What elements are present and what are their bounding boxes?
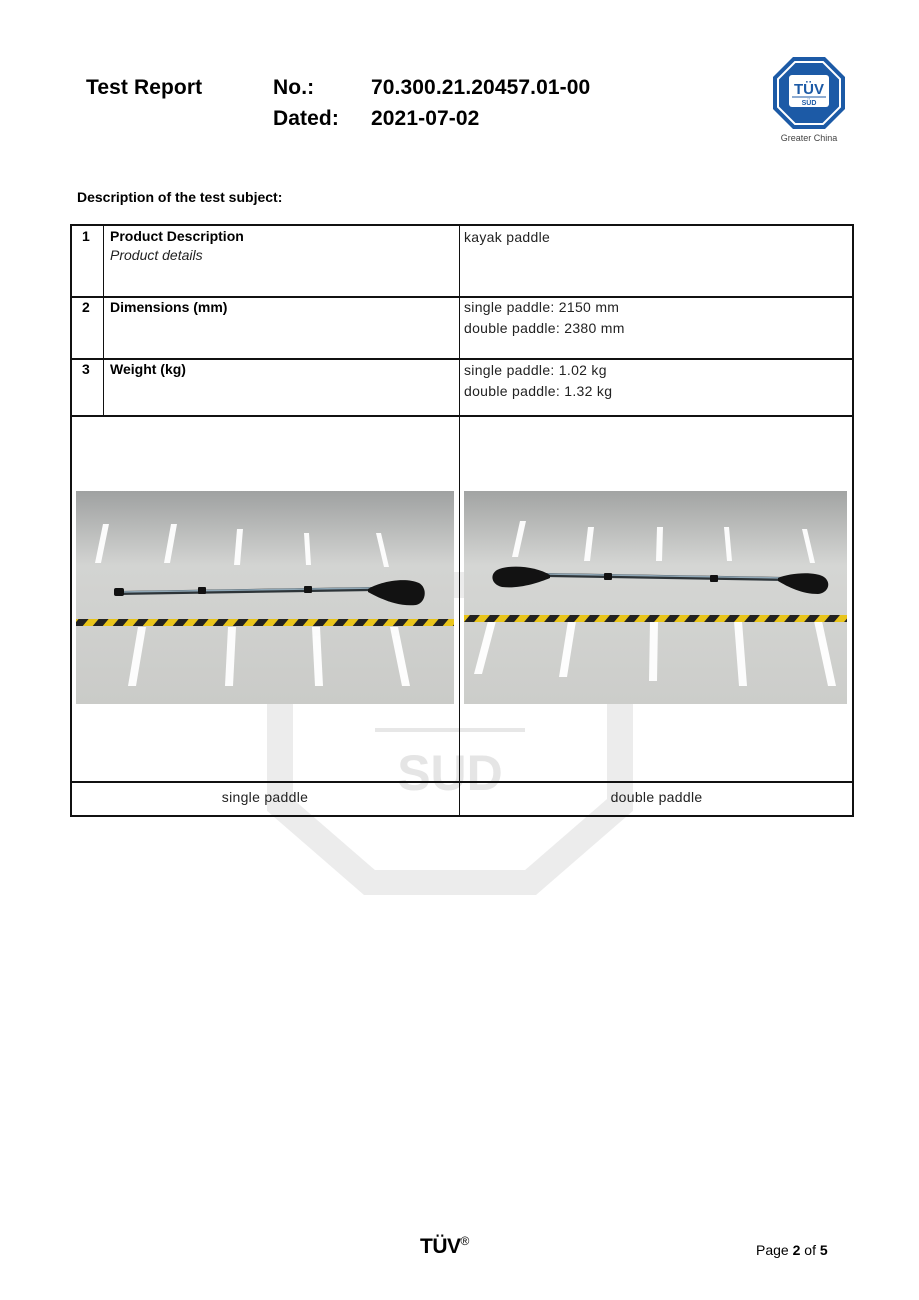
report-date-label: Dated: bbox=[273, 107, 339, 130]
row-heading: Dimensions (mm) bbox=[110, 299, 228, 315]
row-number: 1 bbox=[82, 228, 90, 244]
row-value: double paddle: 1.32 kg bbox=[464, 383, 613, 399]
page-current: 2 bbox=[792, 1242, 801, 1258]
section-heading: Description of the test subject: bbox=[77, 189, 283, 205]
photo-single-paddle bbox=[76, 491, 454, 704]
page-prefix: Page bbox=[756, 1242, 793, 1258]
row-value: single paddle: 2150 mm bbox=[464, 299, 620, 315]
watermark-text: SUD bbox=[397, 745, 503, 801]
report-number: 70.300.21.20457.01-00 bbox=[371, 76, 591, 99]
logo-subtext: SÜD bbox=[802, 98, 817, 107]
registered-mark: ® bbox=[460, 1234, 470, 1248]
row-value: single paddle: 1.02 kg bbox=[464, 362, 607, 378]
report-title: Test Report bbox=[86, 76, 203, 99]
page-total: 5 bbox=[819, 1242, 828, 1258]
tuv-sud-logo-icon: TÜV SÜD bbox=[773, 57, 845, 129]
row-heading: Product Description bbox=[110, 228, 244, 244]
row-heading: Weight (kg) bbox=[110, 361, 186, 377]
row-value: double paddle: 2380 mm bbox=[464, 320, 625, 336]
footer-logo: TÜV® bbox=[420, 1234, 469, 1259]
logo-text: TÜV bbox=[794, 81, 824, 98]
row-subheading: Product details bbox=[110, 247, 203, 263]
photo-caption-double: double paddle bbox=[610, 789, 703, 805]
report-number-label: No.: bbox=[273, 76, 315, 99]
row-value: kayak paddle bbox=[464, 229, 551, 245]
page-of: of bbox=[800, 1242, 820, 1258]
photo-caption-single: single paddle bbox=[221, 789, 309, 805]
page-number: Page 2 of 5 bbox=[756, 1242, 828, 1258]
row-number: 2 bbox=[82, 299, 90, 315]
logo-caption: Greater China bbox=[780, 133, 838, 143]
footer-logo-text: TÜV bbox=[420, 1235, 461, 1258]
photo-double-paddle bbox=[464, 491, 847, 704]
report-date: 2021-07-02 bbox=[371, 107, 480, 130]
table-border bbox=[70, 224, 854, 817]
row-number: 3 bbox=[82, 361, 90, 377]
